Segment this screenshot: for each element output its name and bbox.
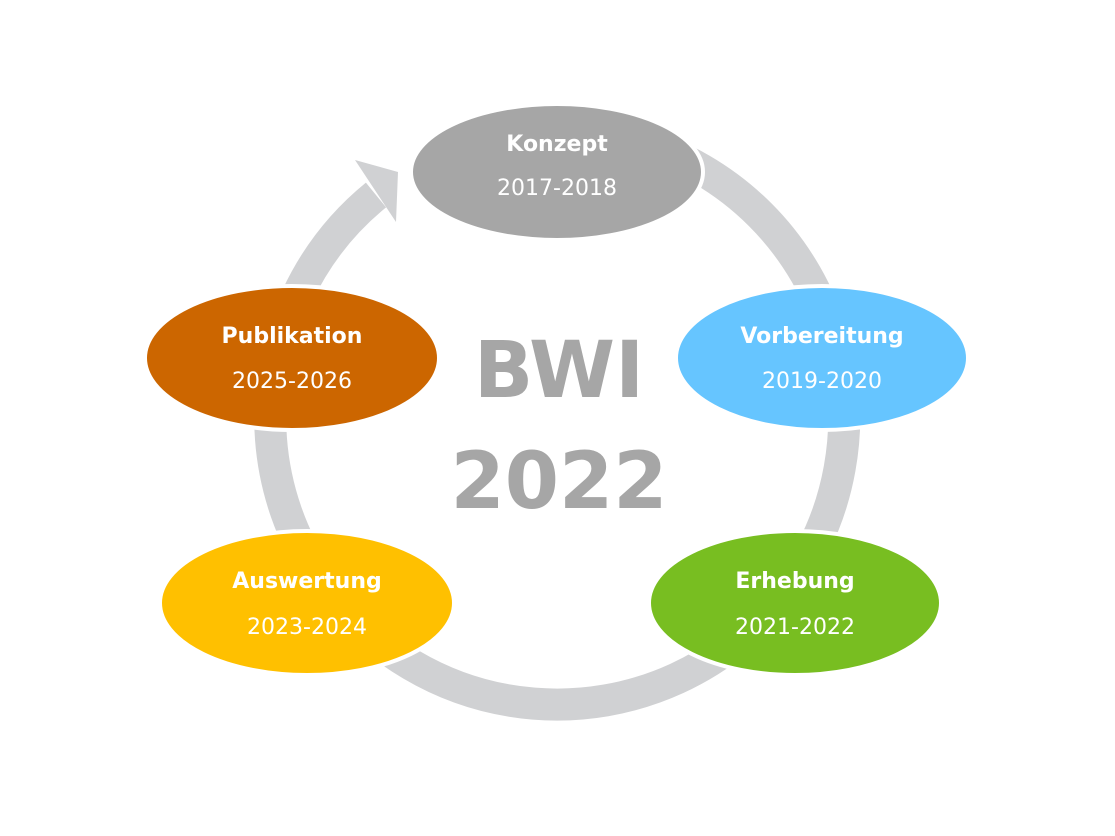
center-title-line1: BWI [474, 326, 644, 416]
phase-erhebung: Erhebung 2021-2022 [647, 529, 943, 677]
phase-years: 2023-2024 [247, 615, 367, 640]
phase-auswertung: Auswertung 2023-2024 [158, 529, 456, 677]
phase-publikation: Publikation 2025-2026 [143, 284, 441, 432]
center-title-line2: 2022 [450, 437, 667, 527]
phase-name: Vorbereitung [740, 324, 903, 349]
phase-vorbereitung: Vorbereitung 2019-2020 [674, 284, 970, 432]
phase-konzept: Konzept 2017-2018 [409, 102, 705, 242]
phase-years: 2019-2020 [762, 369, 882, 394]
phase-name: Publikation [222, 324, 363, 349]
phase-years: 2021-2022 [735, 615, 855, 640]
phase-years: 2025-2026 [232, 369, 352, 394]
phase-name: Erhebung [735, 569, 854, 594]
phase-years: 2017-2018 [497, 176, 617, 201]
phase-name: Konzept [506, 132, 608, 157]
cycle-arrowhead-icon [355, 160, 398, 222]
phase-name: Auswertung [232, 569, 381, 594]
